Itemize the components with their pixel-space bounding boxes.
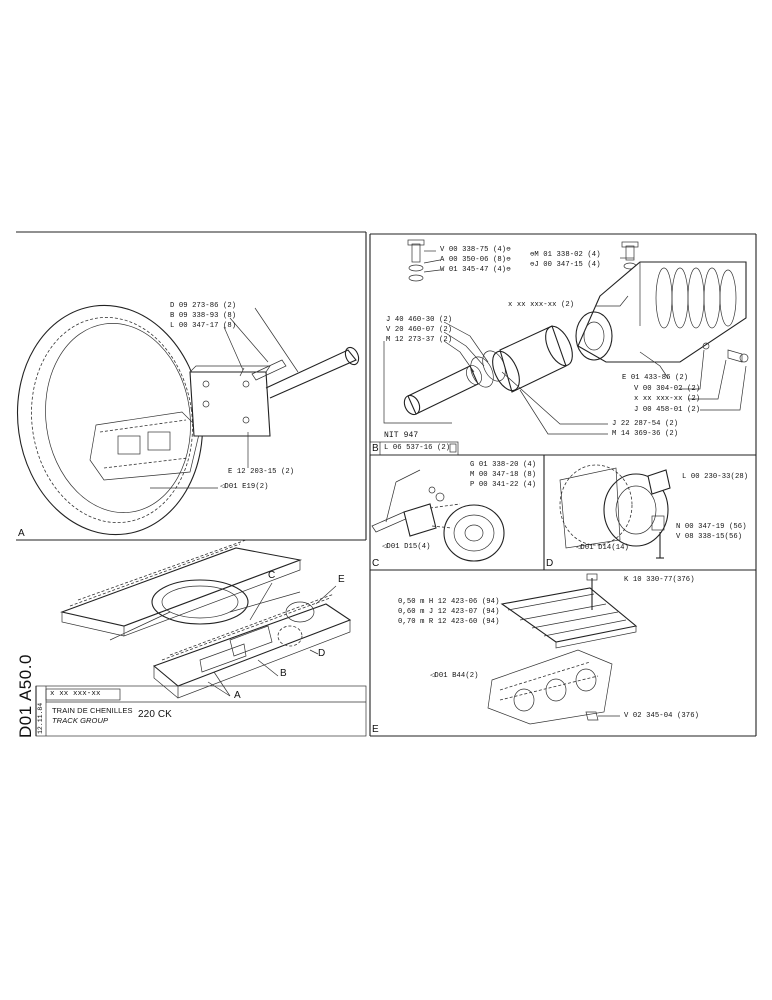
drawing-number: D01 A50.0 xyxy=(16,654,35,738)
idler-wheel-drawing xyxy=(16,304,204,536)
part-label: V 00 338-75 (4)⊖ xyxy=(440,246,511,254)
part-label: L 00 347-17 (8) xyxy=(170,322,237,330)
panel-letter-b: B xyxy=(372,443,379,454)
part-label: P 00 341-22 (4) xyxy=(470,481,537,489)
part-label: ⊖J 00 347-15 (4) xyxy=(530,261,601,269)
part-label: M 14 369-36 (2) xyxy=(612,430,679,438)
panel-letter-c: C xyxy=(372,558,380,569)
drawing-date: 12.11.84 xyxy=(37,702,44,734)
reference-label: ◁D01 D15(4) xyxy=(382,543,431,551)
part-label: x xx xxx-xx (2) xyxy=(508,301,575,309)
tension-spring-drawing xyxy=(383,239,749,435)
part-label: x xx xxx-xx (2) xyxy=(634,395,701,403)
panel-letter-d: D xyxy=(546,558,554,569)
track-shoe-drawing xyxy=(487,573,638,725)
part-label: M 12 273-37 (2) xyxy=(386,336,453,344)
title-french: TRAIN DE CHENILLES xyxy=(52,706,133,715)
panel-letter-e: E xyxy=(372,724,379,735)
part-label: N 00 347-19 (56) xyxy=(676,523,747,531)
reference-label: ◁D01 E19(2) xyxy=(220,483,269,491)
part-label: 0,70 m R 12 423-60 (94) xyxy=(398,618,500,626)
reference-label: ◁D01 D14(14) xyxy=(576,544,629,552)
reference-label: ◁D01 B44(2) xyxy=(430,672,479,680)
callout-d: D xyxy=(318,648,326,659)
box-code-label: L 06 537-16 (2) xyxy=(384,444,451,452)
part-label: V 02 345-04 (376) xyxy=(624,712,700,720)
part-label: G 01 338-20 (4) xyxy=(470,461,537,469)
nit-label: NIT 947 xyxy=(384,431,419,440)
part-label: A 00 350-06 (8)⊖ xyxy=(440,256,511,264)
part-label: ⊖M 01 338-02 (4) xyxy=(530,251,601,259)
part-label: 0,60 m J 12 423-07 (94) xyxy=(398,608,500,616)
callout-e: E xyxy=(338,574,345,585)
track-roller-drawing xyxy=(559,464,671,559)
top-roller-drawing xyxy=(371,469,505,562)
panel-letter-a: A xyxy=(18,528,25,539)
part-label: V 20 460-07 (2) xyxy=(386,326,453,334)
part-label: E 01 433-86 (2) xyxy=(622,374,689,382)
title-english: TRACK GROUP xyxy=(52,716,109,725)
part-label: K 10 330-77(376) xyxy=(624,576,695,584)
part-label: L 00 230-33(28) xyxy=(682,473,749,481)
part-label: J 40 460-30 (2) xyxy=(386,316,453,324)
part-label: W 01 345-47 (4)⊖ xyxy=(440,266,511,274)
part-label: V 08 338-15(56) xyxy=(676,533,743,541)
part-label: J 22 287-54 (2) xyxy=(612,420,679,428)
part-label: 0,50 m H 12 423-06 (94) xyxy=(398,598,500,606)
part-label: D 09 273-86 (2) xyxy=(170,302,237,310)
callout-a: A xyxy=(234,690,241,701)
callout-c: C xyxy=(268,570,276,581)
title-block-frame xyxy=(35,685,367,737)
part-label: B 09 338-93 (8) xyxy=(170,312,237,320)
part-label: J 00 458-01 (2) xyxy=(634,406,701,414)
part-label: V 00 304-02 (2) xyxy=(634,385,701,393)
track-group-overview-drawing xyxy=(60,539,352,699)
part-code: x xx xxx-xx xyxy=(50,690,101,698)
part-label: M 00 347-18 (8) xyxy=(470,471,537,479)
model-name: 220 CK xyxy=(138,709,172,720)
part-label: E 12 203-15 (2) xyxy=(228,468,295,476)
callout-b: B xyxy=(280,668,287,679)
idler-shaft-drawing xyxy=(150,307,360,489)
